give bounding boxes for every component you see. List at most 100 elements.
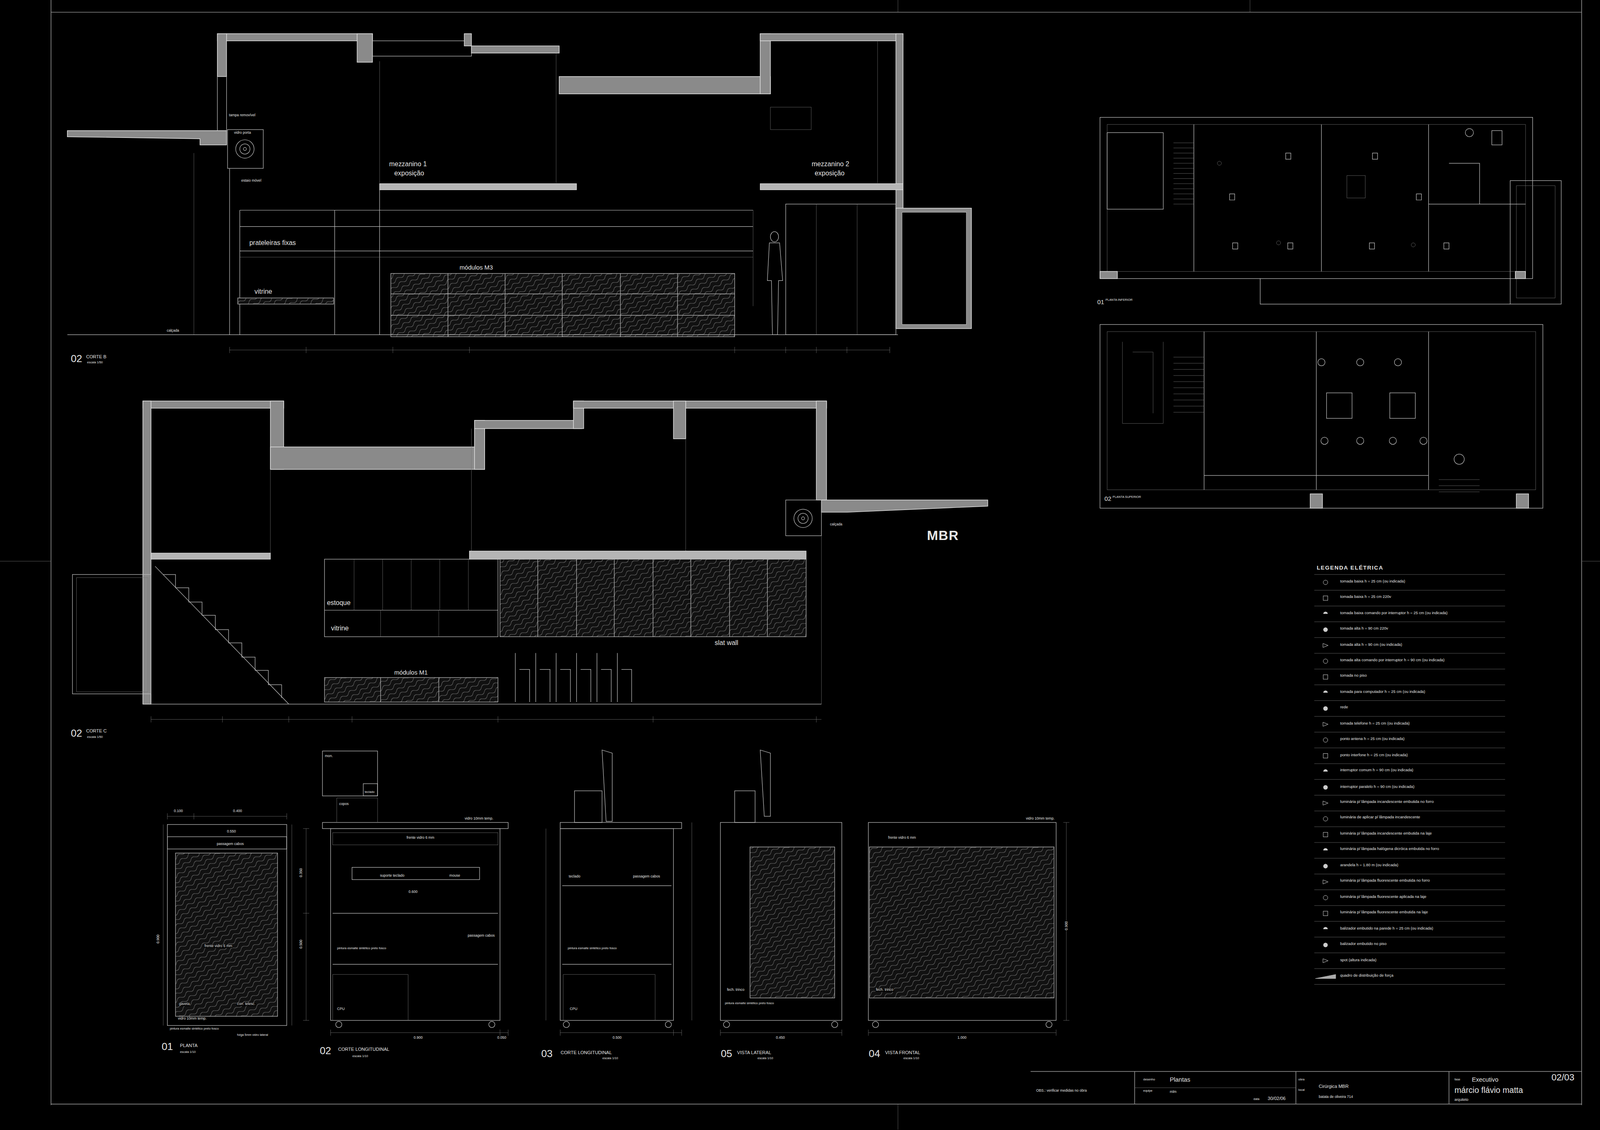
annotation-label: pintura esmalte sintético preto fosco: [724, 1002, 775, 1005]
annotation-label: 0.550: [226, 830, 237, 835]
legend-symbol-part: [1322, 880, 1328, 885]
legend-symbol: [1323, 785, 1328, 790]
legend-symbol: [1323, 942, 1328, 948]
legend-rule: [1314, 921, 1505, 922]
annotation-label: escala 1/10: [902, 1057, 920, 1060]
drawing-line: [872, 1021, 879, 1028]
drawing-line: [291, 824, 293, 1026]
legend-symbol: [1323, 737, 1328, 743]
legend-rule: [1314, 795, 1505, 796]
legend-symbol: [1322, 880, 1328, 885]
annotation-label: 0.050: [497, 1036, 507, 1040]
drawing-line: [1173, 142, 1194, 205]
drawing-line: [1100, 117, 1533, 279]
drawing-line: [237, 297, 334, 305]
legend-rule: [1314, 637, 1505, 638]
drawing-line: [217, 76, 218, 131]
annotation-label: PLANTA SUPERIOR: [1112, 496, 1142, 500]
annotation-label: gaveta: [178, 1002, 191, 1007]
legend-rule: [1314, 952, 1505, 953]
legend-symbol-part: [1322, 722, 1328, 727]
legend-text: luminária p/ lâmpada fluorescente embuti…: [1340, 911, 1429, 915]
drawing-line: [573, 400, 827, 408]
drawing-line: [162, 824, 164, 1026]
legend-symbol: [1323, 895, 1328, 900]
drawing-line: [857, 204, 858, 335]
legend-symbol-part: [1315, 974, 1336, 979]
annotation-label: 02/03: [1550, 1073, 1575, 1083]
annotation-label: teclado: [364, 790, 375, 794]
legend-text: tomada alta h = 90 cm (ou indicada): [1340, 643, 1403, 648]
drawing-line: [691, 822, 693, 1021]
drawing-line: [167, 816, 288, 817]
drawing-line: [1100, 324, 1543, 509]
annotation-label: vidro 10mm temp.: [464, 817, 494, 821]
annotation-label: arquiteto: [1454, 1098, 1469, 1103]
legend-symbol: [1323, 690, 1328, 693]
dimension-label: 0.500: [300, 939, 304, 949]
drawing-line: [720, 1029, 842, 1036]
drawing-line: [217, 33, 227, 77]
drawing-line: [447, 273, 448, 337]
legend-rule: [1314, 605, 1505, 607]
drawing-line: [1193, 124, 1526, 272]
legend-symbol-part: [1323, 911, 1328, 916]
drawing-line: [332, 912, 498, 914]
legend-rule: [1314, 889, 1505, 890]
drawing-line: [167, 824, 288, 1026]
annotation-label: CORTE C: [85, 729, 108, 734]
legend-text: quadro de distribuição de força: [1340, 974, 1395, 979]
drawing-line: [72, 400, 988, 723]
drawing-line: [50, 0, 52, 1105]
drawing-line: [240, 257, 754, 258]
annotation-label: vidro 10mm temp.: [1025, 817, 1055, 821]
drawing-line: [760, 183, 903, 190]
legend-rule: [1314, 826, 1505, 828]
drawing-line: [602, 750, 613, 822]
annotation-label: calçada: [166, 329, 180, 333]
drawing-line: [1217, 161, 1222, 166]
legend-symbol-part: [1323, 595, 1328, 601]
legend-text: ponto antena h = 25 cm (ou indicada): [1340, 737, 1405, 742]
drawing-line: [330, 1029, 508, 1036]
drawing-line: [270, 469, 271, 554]
drawing-line: [545, 828, 547, 1021]
drawing-line: [235, 140, 255, 159]
drawing-line: [895, 208, 972, 329]
drawing-line: [770, 107, 812, 130]
legend-symbol: [1323, 706, 1328, 711]
drawing-line: [677, 273, 678, 337]
drawing-line: [352, 867, 480, 880]
legend-rule: [1314, 684, 1505, 685]
drawing-line: [305, 828, 307, 1021]
drawing-line: [67, 334, 898, 335]
drawing-line: [734, 790, 755, 823]
legend-text: balizador embutido na parede h = 25 cm (…: [1340, 927, 1434, 931]
drawing-line: [1394, 358, 1402, 366]
annotation-label: 02: [319, 1045, 332, 1056]
drawing-line: [620, 273, 621, 337]
legend-rule: [1314, 905, 1505, 906]
drawing-line: [831, 1021, 838, 1028]
annotation-label: slat wall: [714, 639, 739, 647]
drawing-line: [673, 400, 686, 439]
drawing-line: [163, 813, 293, 1026]
legend-text: ponto interfone h = 25 cm (ou indicada): [1340, 753, 1409, 758]
drawing-line: [227, 129, 264, 169]
drawing-line: [1454, 454, 1465, 465]
annotation-label: 0.900: [413, 1036, 423, 1040]
drawing-line: [1260, 278, 1510, 305]
annotation-label: exposição: [814, 170, 845, 178]
legend-symbol-part: [1323, 785, 1328, 790]
drawing-line: [1320, 437, 1328, 445]
legend-text: luminária de aplicar p/ lâmpada incandes…: [1340, 816, 1421, 821]
drawing-line: [229, 350, 890, 351]
drawing-line: [72, 574, 152, 695]
drawing-line: [560, 1032, 682, 1033]
legend-text: tomada baixa comando por interruptor h =…: [1340, 611, 1449, 616]
drawing-line: [752, 210, 754, 306]
legend-symbol: [1322, 801, 1328, 806]
legend-rule: [1314, 590, 1505, 591]
legend-symbol-part: [1323, 848, 1328, 851]
legend-symbol: [1323, 658, 1328, 664]
